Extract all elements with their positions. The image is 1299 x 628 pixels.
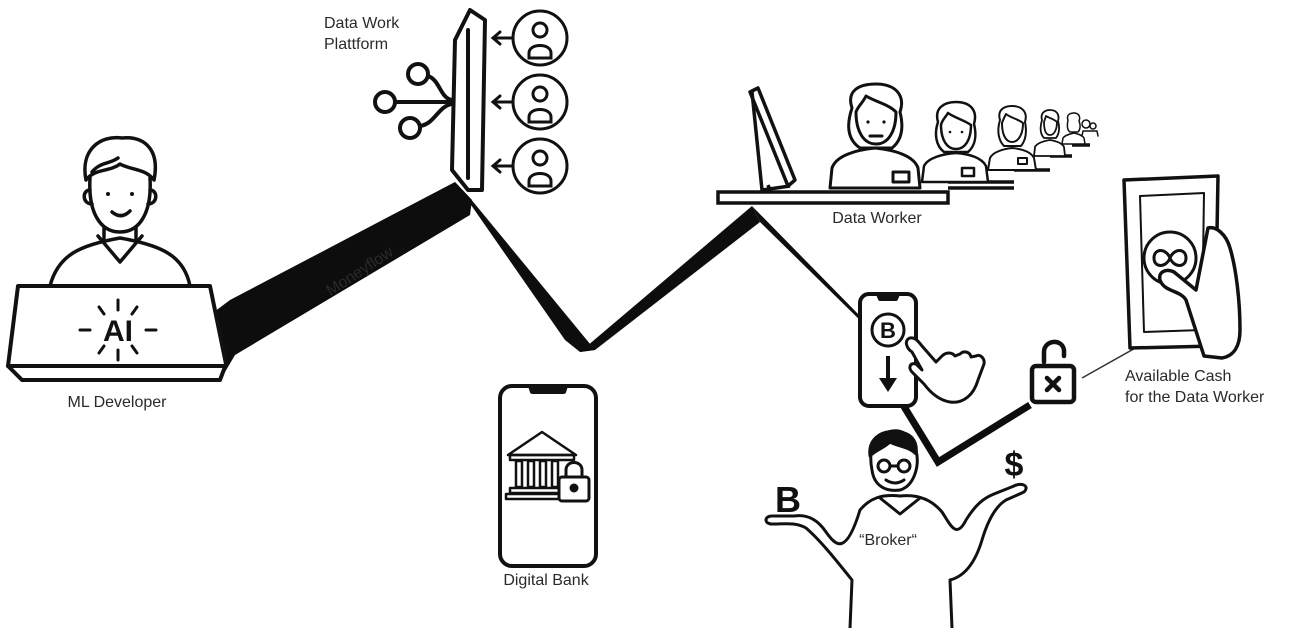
user-icon	[493, 75, 567, 129]
digital-bank-label: Digital Bank	[503, 570, 588, 591]
ai-badge-label: AI	[103, 315, 133, 348]
monitor-icon	[750, 88, 795, 195]
platform-label: Data Work Plattform	[324, 13, 399, 55]
dollar-icon: $	[1005, 446, 1024, 484]
data-worker-icon	[922, 102, 988, 182]
hand-tap-icon	[906, 338, 984, 402]
ml-developer-label: ML Developer	[67, 392, 166, 413]
data-worker-icon	[830, 84, 920, 188]
ml-developer-icon	[50, 138, 190, 286]
data-worker-icon	[988, 106, 1036, 170]
data-worker-icon	[1034, 110, 1065, 156]
bitcoin-icon: B	[775, 479, 801, 520]
available-cash-label: Available Cash for the Data Worker	[1125, 366, 1264, 408]
user-icon	[493, 139, 567, 193]
user-icon	[493, 11, 567, 65]
platform-label-line2: Plattform	[324, 34, 399, 55]
data-worker-label: Data Worker	[832, 208, 922, 229]
available-cash-line2: for the Data Worker	[1125, 387, 1264, 408]
available-cash-line1: Available Cash	[1125, 366, 1264, 387]
broker-label: “Broker“	[859, 530, 917, 551]
open-padlock-icon	[1032, 342, 1074, 402]
data-worker-icon	[1062, 113, 1098, 144]
moneyflow-path	[150, 182, 1185, 462]
bitcoin-icon-glyph: B	[880, 318, 896, 343]
platform-label-line1: Data Work	[324, 13, 399, 34]
